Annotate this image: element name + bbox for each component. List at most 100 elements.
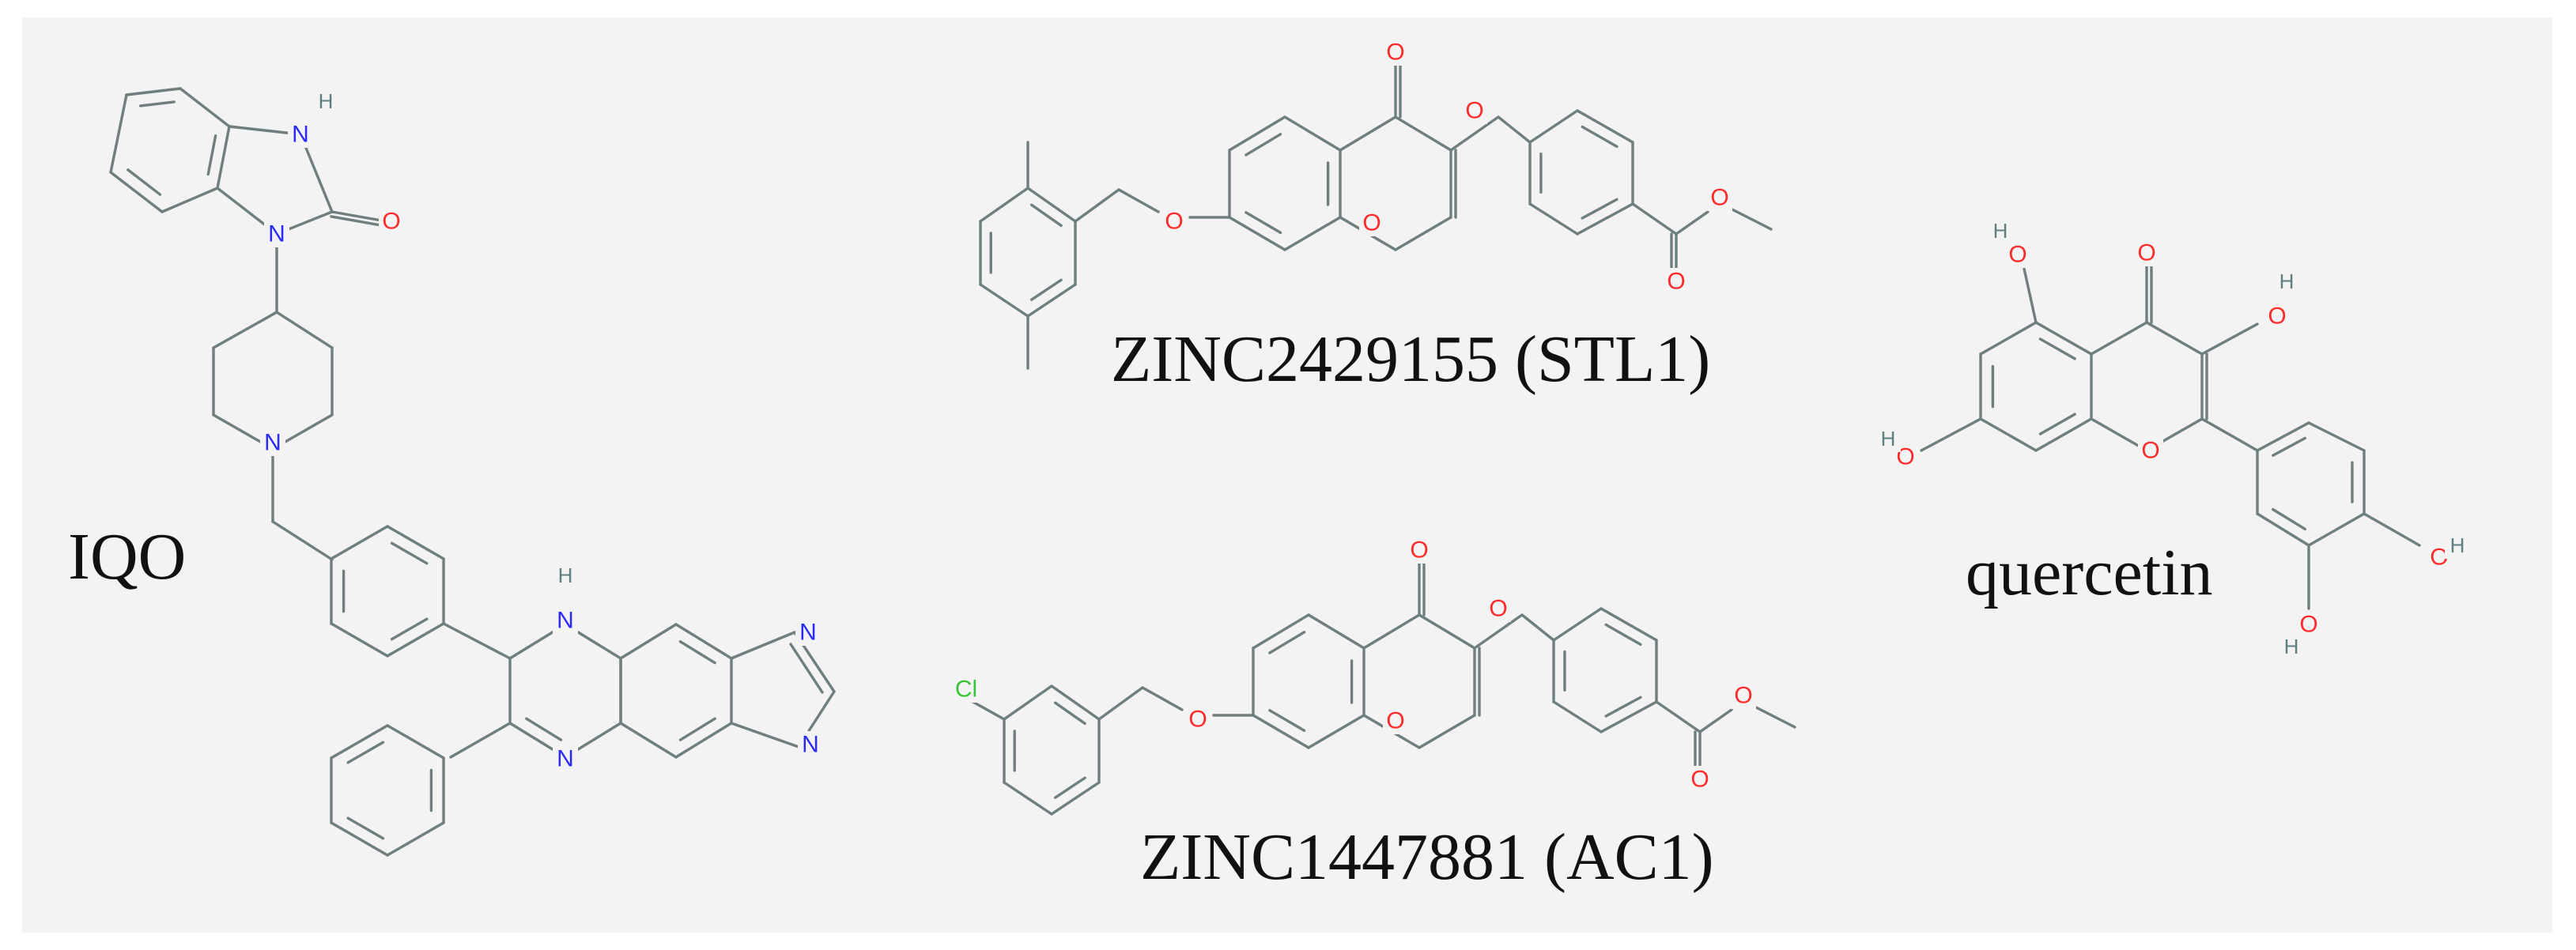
double-bond	[1029, 278, 1063, 301]
iqo-benzyl-bond	[386, 622, 445, 658]
double-bond	[346, 741, 385, 764]
quercetin-o-atom: O	[2141, 438, 2159, 464]
iqo-o-atom: O	[382, 209, 400, 235]
ac1-bond	[1552, 700, 1603, 733]
label-stl1: ZINC2429155 (STL1)	[1111, 322, 1710, 396]
stl1-bond	[1726, 205, 1773, 231]
double-bond	[1268, 709, 1306, 733]
quercetin-o-atom: O	[2299, 612, 2317, 638]
double-bond	[525, 717, 563, 741]
stl1-bond	[1576, 202, 1634, 236]
stl1-bond	[1117, 188, 1160, 213]
iqo-n-atom: N	[557, 608, 574, 634]
stl1-bond	[1675, 210, 1709, 236]
iqo-h-atom: H	[558, 564, 573, 587]
ac1-bond	[1252, 613, 1310, 650]
double-bond	[1029, 203, 1063, 228]
iqo-h-atom-backdrop	[313, 88, 338, 115]
quercetin-h-atom: H	[2279, 270, 2295, 293]
ac1-bond	[1362, 613, 1421, 650]
quercetin-bond	[2200, 322, 2259, 356]
stl1-bond	[1497, 115, 1532, 144]
ac1-benzyl-bond	[1003, 781, 1053, 816]
quercetin-bond	[2256, 421, 2310, 452]
ac1-bond	[1552, 607, 1603, 642]
iqo-piperidine-bond	[212, 311, 278, 349]
stl1-bond	[1228, 216, 1286, 251]
stl1-o-atom-backdrop	[1707, 184, 1732, 211]
ac1-bond	[1473, 613, 1524, 650]
ac1-bond	[1307, 714, 1365, 749]
ac1-o-atom: O	[1734, 683, 1752, 709]
iqo-benzene-bond	[216, 125, 231, 190]
iqo-n-atom: N	[802, 732, 819, 758]
stl1-bond	[1339, 115, 1397, 152]
iqo-fused-benzene-bond	[674, 623, 733, 660]
stl1-benzyl-bond	[1026, 283, 1077, 318]
iqo-h-atom-backdrop	[553, 562, 578, 589]
iqo-n-atom: N	[799, 620, 817, 646]
quercetin-o-atom: O	[2430, 545, 2448, 571]
quercetin-bond	[2145, 321, 2204, 356]
double-bond	[1581, 125, 1618, 149]
iqo-n-atom-backdrop	[260, 429, 285, 456]
double-bond	[2272, 436, 2306, 457]
quercetin-h-atom: H	[2284, 635, 2299, 658]
iqo-piperidine-bond	[275, 311, 334, 349]
iqo-n-atom-backdrop	[553, 745, 578, 772]
stl1-bond	[1074, 188, 1120, 223]
label-iqo: IQO	[68, 520, 186, 594]
iqo-n-atom-backdrop	[553, 607, 578, 634]
quercetin-o-atom-backdrop	[2005, 241, 2030, 268]
double-bond	[206, 134, 217, 176]
iqo-n-atom-backdrop	[288, 121, 313, 148]
quercetin-o-atom: O	[2137, 240, 2155, 266]
ac1-bond	[1600, 700, 1658, 733]
double-bond	[1245, 133, 1282, 156]
double-bond	[2038, 337, 2076, 360]
ac1-o-atom: O	[1410, 537, 1428, 564]
iqo-n-atom-backdrop	[795, 619, 821, 646]
iqo-fused-benzene-bond	[674, 722, 733, 759]
double-bond	[1268, 631, 1306, 654]
quercetin-o-atom-backdrop	[2134, 239, 2159, 266]
stl1-bond	[1528, 109, 1579, 144]
ac1-bond	[1750, 703, 1796, 729]
iqo-bond	[730, 631, 796, 660]
iqo-n-atom: N	[557, 746, 574, 772]
quercetin-bond	[2256, 512, 2310, 547]
ac1-cl-atom: Cl	[955, 677, 977, 703]
iqo-benzyl-bond	[330, 622, 389, 658]
iqo-benzene-bond	[109, 171, 164, 213]
double-bond	[127, 168, 162, 196]
ac1-bond	[1600, 607, 1658, 642]
ac1-bond	[1520, 613, 1555, 642]
ac1-bond	[967, 698, 1006, 721]
iqo-phenyl-bond	[386, 724, 445, 760]
quercetin-o-atom-backdrop	[2138, 437, 2163, 464]
stl1-o-atom-backdrop	[1359, 209, 1384, 236]
ac1-o-atom: O	[1386, 708, 1404, 734]
iqo-n-atom: N	[264, 430, 281, 456]
stl1-o-atom: O	[1710, 185, 1728, 211]
stl1-o-atom: O	[1465, 98, 1483, 124]
ac1-benzyl-bond	[1050, 781, 1101, 816]
quercetin-h-atom-backdrop	[2445, 532, 2470, 559]
stl1-benzyl-bond	[979, 283, 1029, 318]
quercetin-bond	[2307, 421, 2366, 452]
stl1-bond	[1283, 216, 1342, 251]
ac1-o-atom-backdrop	[1383, 707, 1408, 734]
stl1-benzyl-bond	[979, 187, 1029, 223]
quercetin-o-atom: O	[2268, 303, 2286, 330]
quercetin-bond	[1979, 417, 2038, 452]
iqo-bond	[789, 643, 824, 694]
quercetin-h-atom-backdrop	[2274, 268, 2299, 295]
stl1-o-atom-backdrop	[1462, 97, 1487, 124]
stl1-bond	[1631, 202, 1678, 236]
ac1-benzyl-bond	[1003, 684, 1053, 721]
ac1-bond	[1418, 714, 1476, 749]
iqo-benzene-bond	[161, 187, 219, 213]
double-bond	[1053, 701, 1086, 726]
